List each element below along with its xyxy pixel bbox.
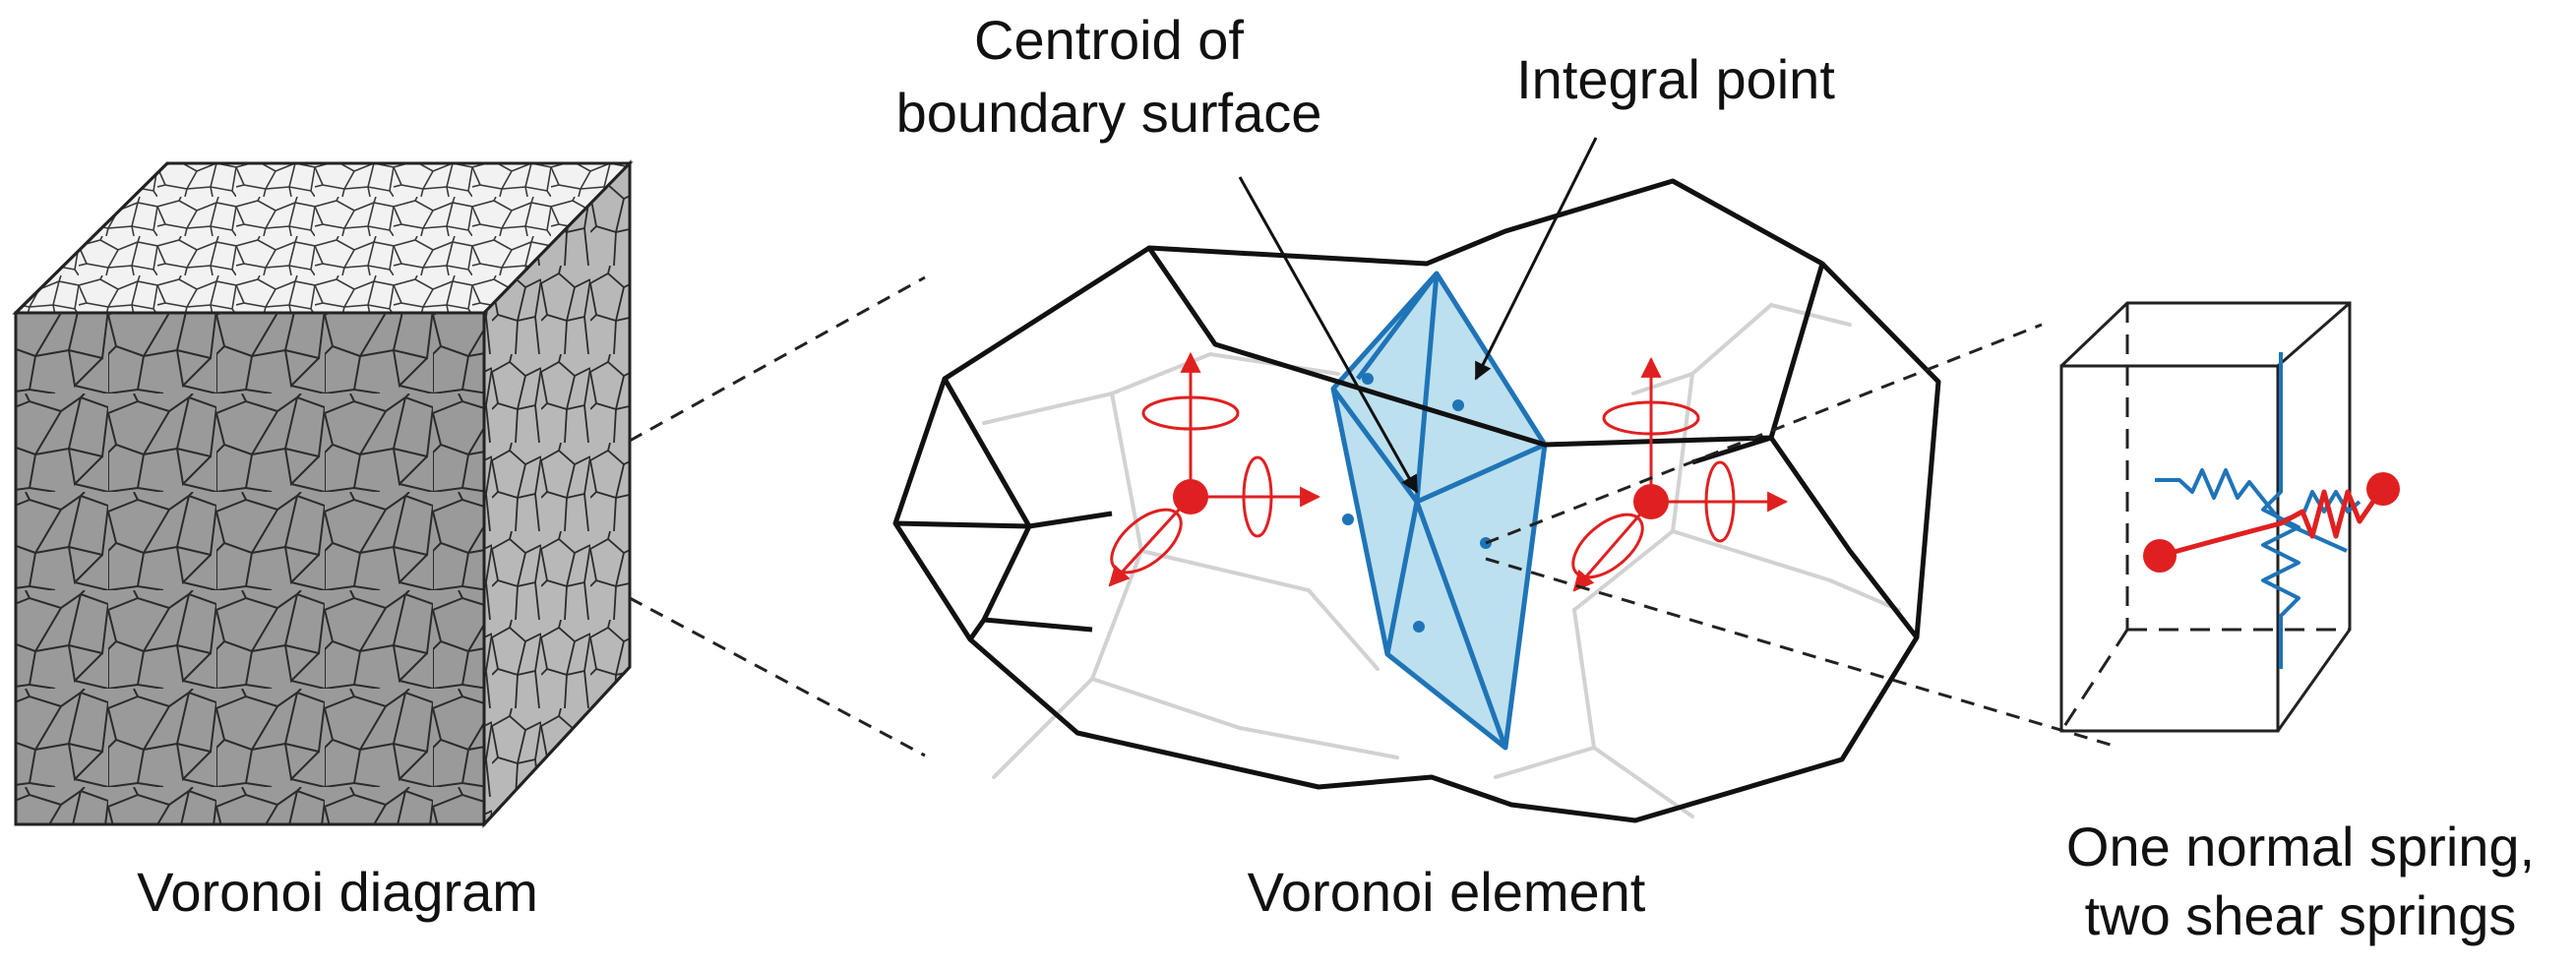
element-edges (892, 178, 1941, 823)
centroid-arrow (1238, 176, 1419, 494)
red-dot-icon (2143, 539, 2177, 573)
integral-arrow (1474, 137, 1598, 381)
dof-node-left (1108, 351, 1321, 587)
voronoi-element (892, 137, 1941, 823)
red-dot-icon (1633, 484, 1669, 519)
red-dot-icon (2366, 472, 2400, 506)
red-dot-icon (1173, 479, 1208, 514)
boundary-surface (1330, 271, 1548, 751)
voronoi-cube (12, 159, 634, 828)
label-voronoi-element: Voronoi element (1248, 861, 1646, 923)
label-voronoi-diagram: Voronoi diagram (137, 861, 538, 923)
boundary-facet (1333, 273, 1545, 748)
label-centroid-line1: Centroid of (974, 9, 1244, 71)
spring-box (2059, 301, 2400, 733)
label-springs-line1: One normal spring, (2066, 816, 2535, 877)
label-springs-line2: two shear springs (2085, 884, 2517, 946)
label-centroid-line2: boundary surface (896, 82, 1322, 144)
zoom-lines-right (1485, 323, 2115, 748)
normal-spring (2143, 472, 2400, 573)
label-integral-point: Integral point (1516, 48, 1835, 110)
zoom-lines-left (629, 275, 926, 757)
